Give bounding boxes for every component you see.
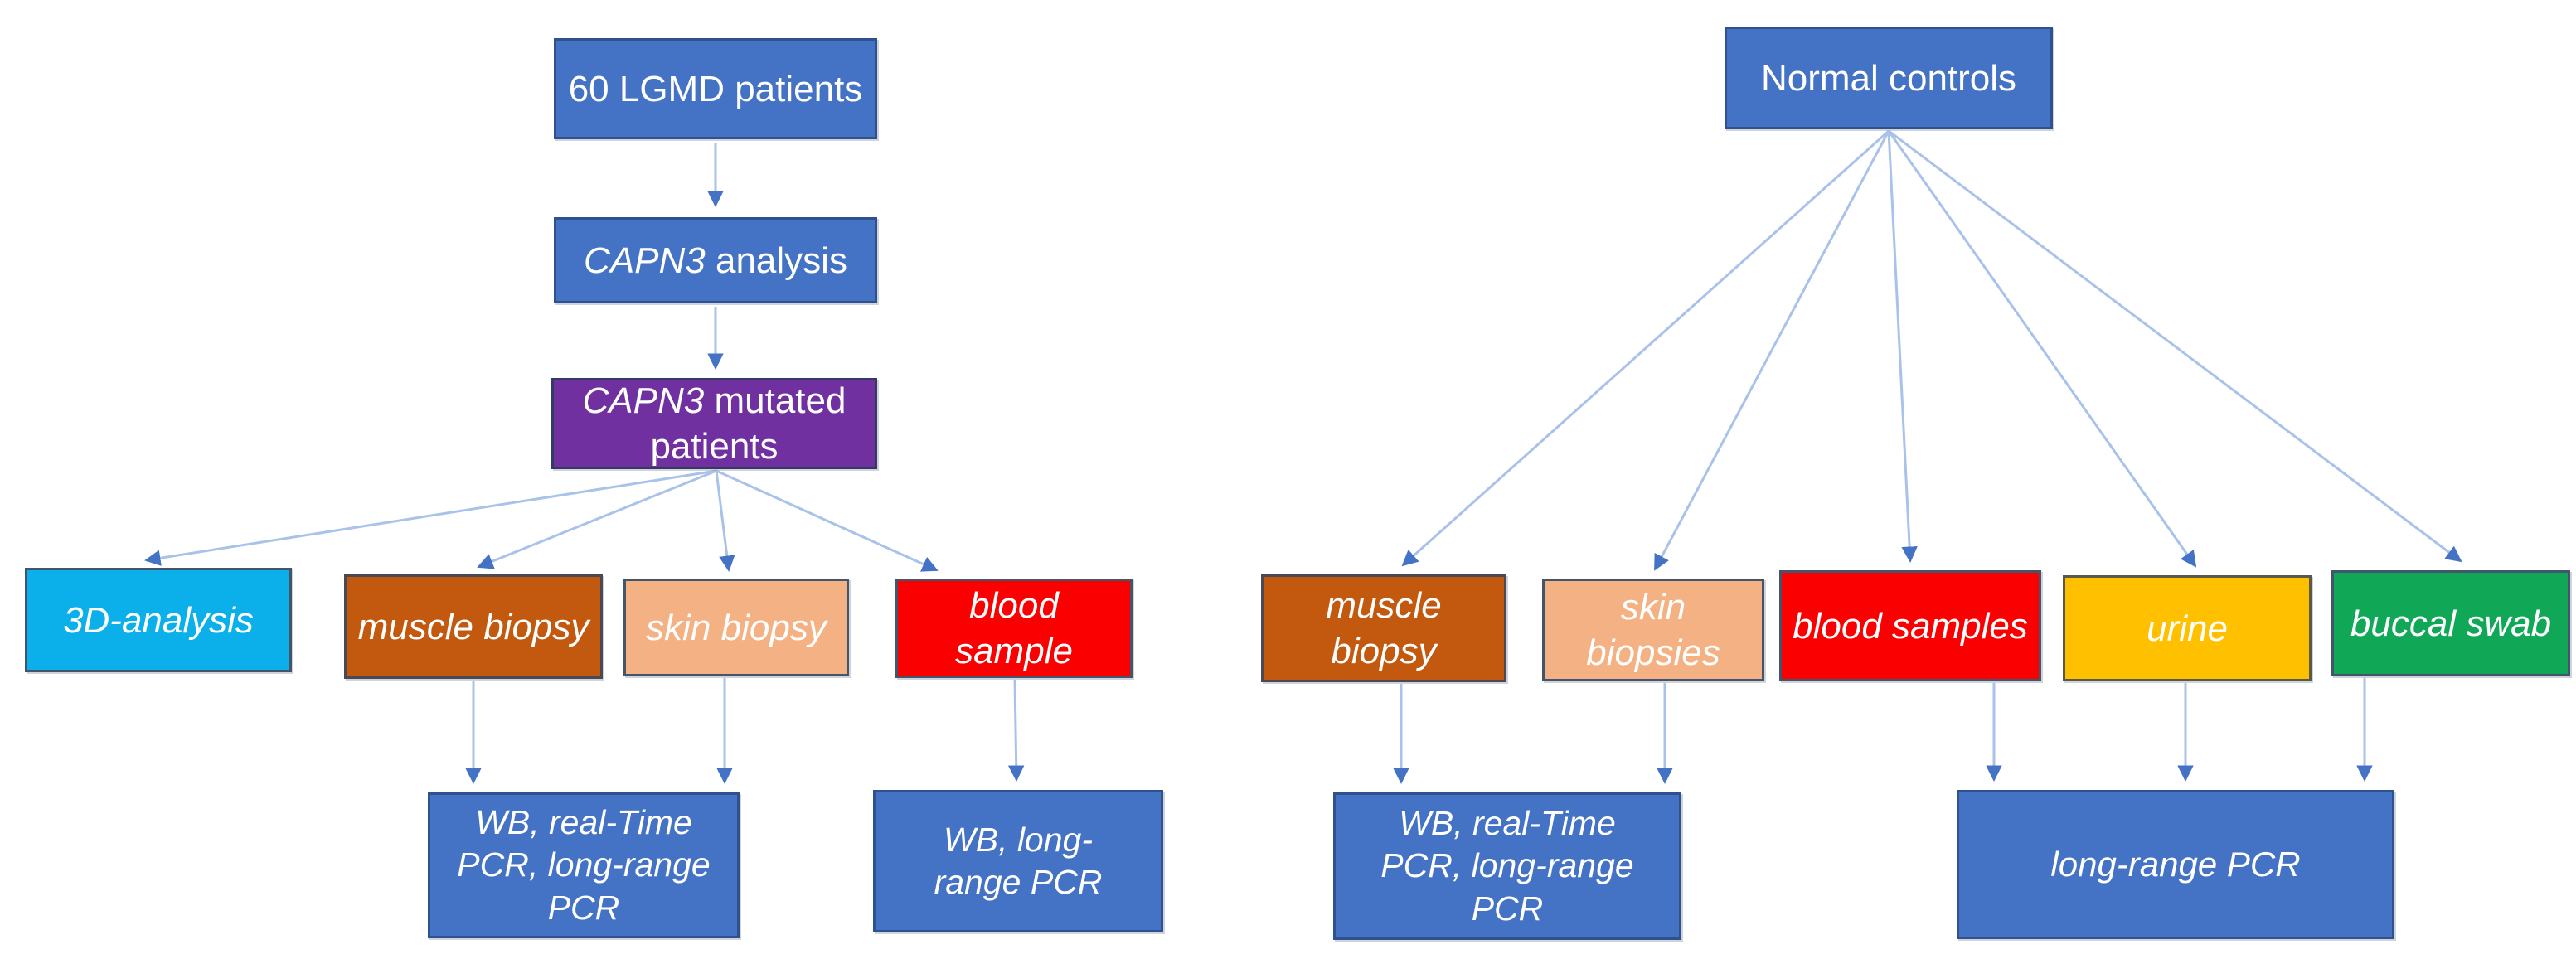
- node-longrange-pcr-controls: long-range PCR: [1957, 790, 2394, 939]
- edge-normal-to-urine: [1887, 130, 2197, 568]
- node-capn3-analysis-label: CAPN3 analysis: [584, 240, 847, 281]
- node-skin-biopsy-patients-label: skin biopsy: [646, 607, 827, 648]
- node-muscle-biopsy-patients: muscle biopsy: [344, 574, 603, 679]
- node-wb-longrange-label: WB, long-range PCR: [934, 820, 1103, 901]
- node-60-lgmd-patients: 60 LGMD patients: [554, 38, 877, 139]
- edge-capn3-mutated-to-3d-analysis: [144, 469, 717, 566]
- node-capn3-mutated-patients: CAPN3 mutated patients: [551, 378, 877, 469]
- node-blood-sample-patients-label: blood sample: [955, 585, 1073, 671]
- edge-normal-to-blood-samples: [1887, 130, 1918, 563]
- node-urine-controls-label: urine: [2147, 608, 2228, 649]
- node-wb-longrange: WB, long-range PCR: [873, 790, 1163, 932]
- node-blood-sample-patients: blood sample: [895, 579, 1133, 678]
- node-blood-samples-controls: blood samples: [1779, 570, 2041, 681]
- node-urine-controls: urine: [2063, 575, 2312, 681]
- edge-normal-to-buccal-swab: [1888, 129, 2462, 563]
- node-muscle-biopsy-controls: muscle biopsy: [1261, 574, 1506, 682]
- edge-capn3-mutated-to-muscle-biopsy: [477, 469, 717, 569]
- edge-normal-to-muscle-biopsy: [1401, 129, 1890, 567]
- edge-capn3-mutated-to-skin-biopsy: [715, 470, 735, 572]
- node-60-lgmd-patients-label: 60 LGMD patients: [568, 68, 863, 109]
- node-normal-controls: Normal controls: [1725, 27, 2053, 129]
- node-wb-realtime-longrange-patients-label: WB, real-Time PCR, long-range PCR: [457, 803, 711, 927]
- node-capn3-analysis: CAPN3 analysis: [554, 217, 877, 303]
- node-wb-realtime-longrange-controls: WB, real-Time PCR, long-range PCR: [1333, 792, 1681, 940]
- node-wb-realtime-longrange-controls-label: WB, real-Time PCR, long-range PCR: [1380, 804, 1634, 928]
- node-capn3-mutated-patients-label: CAPN3 mutated patients: [582, 380, 847, 467]
- edge-blood-sample-to-wb-lr: [1007, 679, 1025, 782]
- node-3d-analysis: 3D-analysis: [25, 568, 292, 672]
- node-wb-realtime-longrange-patients: WB, real-Time PCR, long-range PCR: [428, 792, 740, 938]
- node-muscle-biopsy-patients-label: muscle biopsy: [357, 606, 589, 647]
- node-muscle-biopsy-controls-label: muscle biopsy: [1326, 585, 1442, 671]
- node-buccal-swab-controls: buccal swab: [2331, 570, 2570, 676]
- node-blood-samples-controls-label: blood samples: [1793, 605, 2028, 647]
- node-skin-biopsies-controls: skin biopsies: [1542, 579, 1764, 681]
- node-skin-biopsies-controls-label: skin biopsies: [1586, 587, 1720, 673]
- edge-normal-to-skin-biopsies: [1653, 130, 1890, 571]
- node-buccal-swab-controls-label: buccal swab: [2350, 603, 2552, 644]
- node-normal-controls-label: Normal controls: [1760, 57, 2017, 99]
- node-longrange-pcr-controls-label: long-range PCR: [2050, 844, 2301, 884]
- node-3d-analysis-label: 3D-analysis: [63, 599, 254, 641]
- edge-capn3-mutated-to-blood-sample: [716, 469, 939, 572]
- node-skin-biopsy-patients: skin biopsy: [623, 579, 849, 676]
